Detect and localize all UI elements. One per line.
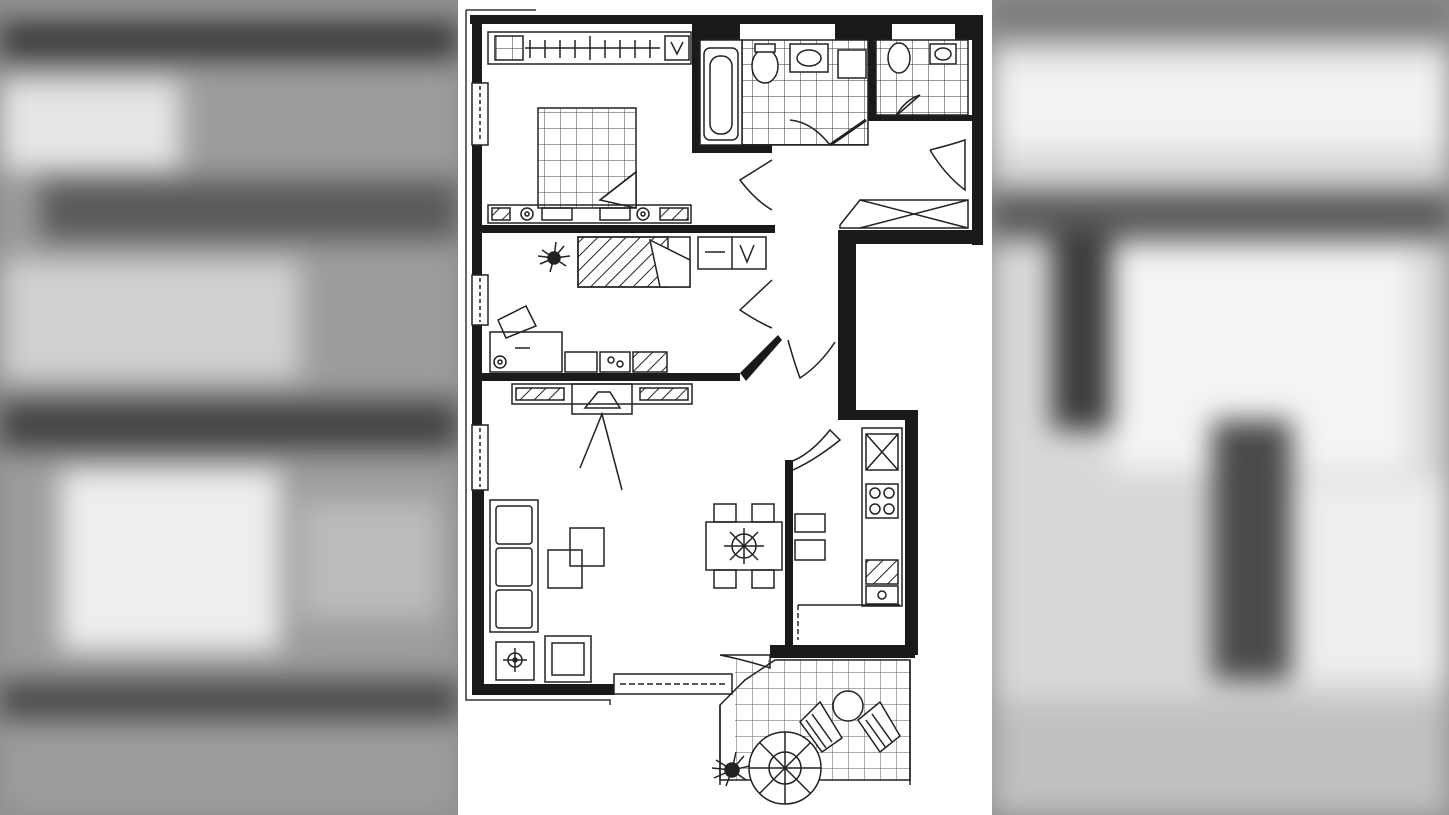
floor-lamp: [579, 411, 623, 491]
toilet: [751, 48, 779, 84]
balcony: [711, 659, 911, 805]
wardrobe: [487, 31, 692, 65]
wc: [875, 39, 969, 116]
dining-table: [705, 521, 783, 571]
tv: [571, 383, 633, 415]
desk-chair: [497, 304, 538, 339]
bedroom: [487, 31, 692, 224]
kitchen-counter: [861, 427, 903, 607]
blurred-background-left: [0, 0, 458, 815]
blurred-background-right: [992, 0, 1449, 815]
floor-plan-drawing: [465, 9, 983, 805]
coffee-table-1: [569, 527, 605, 567]
bathtub: [703, 47, 739, 141]
windows-left: [471, 82, 489, 491]
bathroom: [699, 39, 869, 146]
kitchen-sink: [865, 585, 899, 605]
parasol-icon: [748, 731, 822, 805]
stove: [865, 483, 899, 519]
bathroom-sink: [789, 43, 829, 73]
living-room: [489, 383, 733, 695]
kitchen: [797, 427, 903, 640]
hallway-coat-rack: [839, 199, 969, 229]
interior-walls: [480, 22, 973, 650]
armchair-table: [495, 641, 535, 681]
wc-sink: [929, 43, 957, 65]
armchair: [544, 635, 592, 683]
round-table: [832, 690, 864, 722]
balcony-plant-icon: [711, 751, 751, 787]
desk: [489, 331, 563, 373]
plant-icon: [537, 241, 571, 273]
outline-lines: [465, 9, 611, 705]
floor-plan: [458, 0, 992, 815]
exterior-walls: [470, 15, 983, 695]
hall-diagonal-wall: [740, 335, 782, 381]
window-bottom: [613, 673, 733, 695]
coffee-table-2: [547, 549, 583, 589]
wc-toilet: [887, 42, 911, 74]
sofa: [489, 499, 539, 633]
dining-area: [705, 503, 826, 589]
study: [489, 236, 767, 373]
